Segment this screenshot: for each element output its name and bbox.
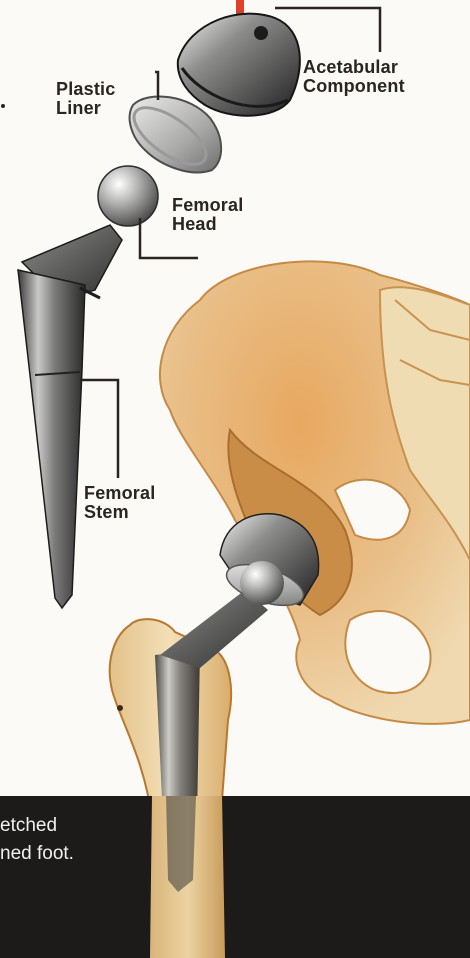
caption-line-1: etched: [0, 812, 470, 840]
caption-text: etched ned foot.: [0, 812, 470, 868]
caption-line-2: ned foot.: [0, 840, 470, 868]
